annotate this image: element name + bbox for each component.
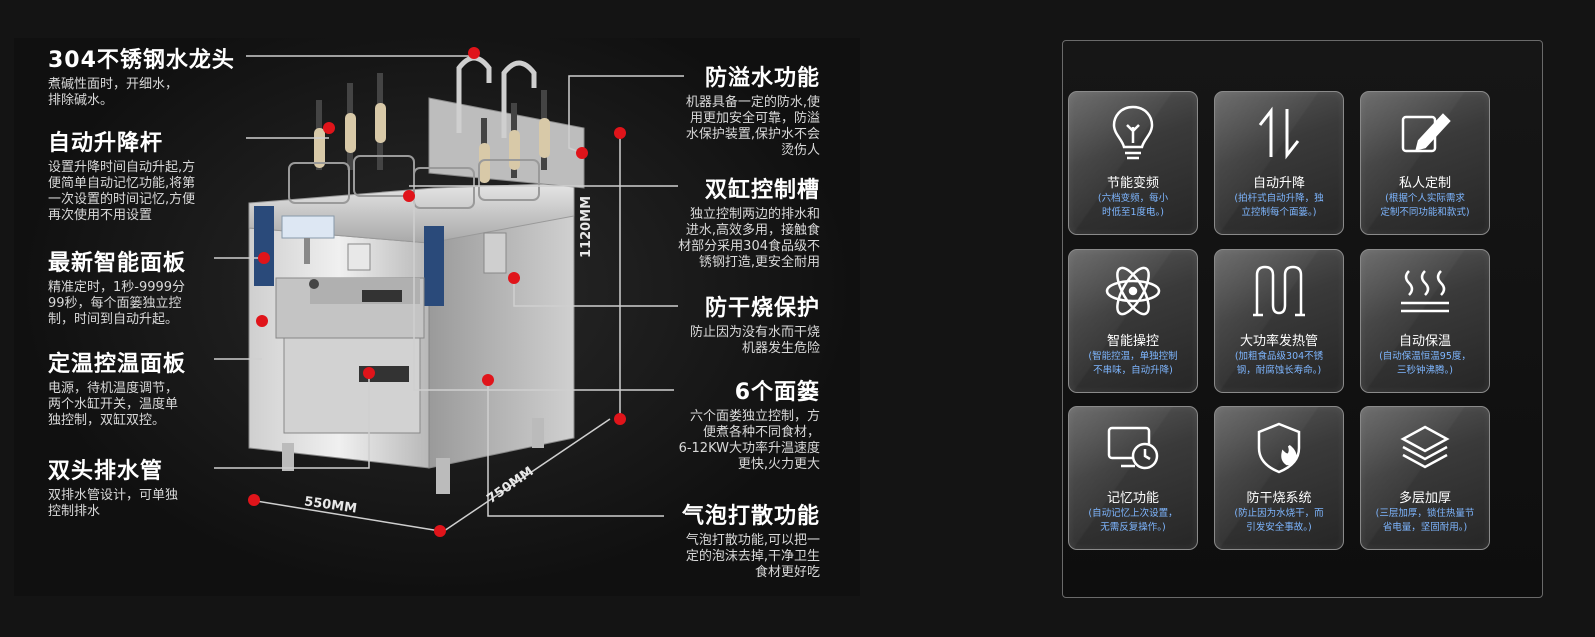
callout-smart-panel-title: 最新智能面板 [48,251,187,276]
feature-card-smart-control: 智能操控 (智能控温，单独控制 不串味，自动升降) [1068,249,1198,393]
callout-drain-pipe-title: 双头排水管 [48,459,164,484]
callout-temp-panel-title: 定温控温面板 [48,352,187,377]
feature-card-anti-dry-burn: 防干烧系统 (防止因为水烧干，而 引发安全事故。) [1214,406,1344,550]
callout-dry-burn: 防干烧保护 防止因为没有水而干烧 机器发生危险 [634,290,820,357]
callout-anti-overflow-desc: 机器具备一定的防水,使 用更加安全可靠，防溢 水保护装置,保护水不会 烫伤人 [685,95,820,158]
pencil-edit-icon [1361,100,1489,166]
feature-keep-warm-desc: (自动保温恒温95度， 三秒钟沸腾。) [1379,351,1471,376]
feature-anti-dry-burn-name: 防干烧系统 [1246,491,1312,506]
feature-card-memory: 记忆功能 (自动记忆上次设置， 无需反复操作。) [1068,406,1198,550]
callout-anti-overflow-title: 防溢水功能 [704,66,820,91]
callout-dual-tank-title: 双缸控制槽 [704,178,820,203]
callout-six-baskets-desc: 六个面娄独立控制，方 便煮各种不同食材， 6-12KW大功率升温速度 更快,火力… [678,409,820,472]
feature-card-keep-warm: 自动保温 (自动保温恒温95度， 三秒钟沸腾。) [1360,249,1490,393]
callout-lift-rod-title: 自动升降杆 [48,131,164,156]
feature-card-multi-layer: 多层加厚 (三层加厚，锁住热量节 省电量，坚固耐用。) [1360,406,1490,550]
feature-card-heating-tube: 大功率发热管 (加粗食品级304不锈 钢，耐腐蚀长寿命。) [1214,249,1344,393]
steam-heat-icon [1361,258,1489,324]
product-diagram-panel: 304不锈钢水龙头 煮碱性面时，开细水， 排除碱水。 自动升降杆 设置升降时间自… [14,38,860,596]
callout-lift-rod-desc: 设置升降时间自动升起,方 便简单自动记忆功能,将第 一次设置的时间记忆,方便 再… [48,160,196,223]
feature-card-auto-lift: 自动升降 (拍杆式自动升降，独 立控制每个面篓。) [1214,91,1344,235]
feature-heating-tube-name: 大功率发热管 [1239,334,1318,349]
shield-fire-icon [1215,415,1343,481]
callout-bubble-break-desc: 气泡打散功能,可以把一 定的泡沫去掉,干净卫生 食材更好吃 [685,533,820,580]
callout-drain-pipe: 双头排水管 双排水管设计，可单独 控制排水 [48,453,248,520]
callout-smart-panel: 最新智能面板 精准定时，1秒-9999分 99秒，每个面篓独立控 制，时间到自动… [48,245,248,328]
feature-multi-layer-name: 多层加厚 [1398,491,1451,506]
callout-faucet-desc: 煮碱性面时，开细水， 排除碱水。 [48,77,179,108]
callout-dry-burn-title: 防干烧保护 [704,296,820,321]
layers-icon [1361,415,1489,481]
up-down-arrows-icon [1215,100,1343,166]
feature-custom-name: 私人定制 [1398,176,1451,191]
atom-icon [1069,258,1197,324]
feature-grid-panel: 节能变频 (六档变频，每小 时低至1度电。) 自动升降 (拍杆式自动升降，独 立… [1062,40,1543,598]
feature-memory-desc: (自动记忆上次设置， 无需反复操作。) [1088,508,1178,533]
lightbulb-icon [1069,100,1197,166]
feature-smart-control-name: 智能操控 [1106,334,1159,349]
noodle-cooker-illustration [214,47,684,537]
callout-six-baskets-title: 6个面篓 [734,380,820,405]
feature-smart-control-desc: (智能控温，单独控制 不串味，自动升降) [1088,351,1178,376]
feature-keep-warm-name: 自动保温 [1398,334,1451,349]
callout-bubble-break: 气泡打散功能 气泡打散功能,可以把一 定的泡沫去掉,干净卫生 食材更好吃 [634,498,820,581]
callout-six-baskets: 6个面篓 六个面娄独立控制，方 便煮各种不同食材， 6-12KW大功率升温速度 … [634,374,820,473]
feature-anti-dry-burn-desc: (防止因为水烧干，而 引发安全事故。) [1234,508,1324,533]
heating-tube-icon [1215,258,1343,324]
callout-temp-panel: 定温控温面板 电源，待机温度调节， 两个水缸开关，温度单 独控制，双缸双控。 [48,346,248,429]
feature-card-energy: 节能变频 (六档变频，每小 时低至1度电。) [1068,91,1198,235]
feature-auto-lift-name: 自动升降 [1252,176,1305,191]
callout-lift-rod: 自动升降杆 设置升降时间自动升起,方 便简单自动记忆功能,将第 一次设置的时间记… [48,125,248,224]
feature-card-custom: 私人定制 (根据个人实际需求 定制不同功能和款式) [1360,91,1490,235]
feature-energy-name: 节能变频 [1106,176,1159,191]
callout-faucet: 304不锈钢水龙头 煮碱性面时，开细水， 排除碱水。 [48,42,258,109]
callout-dual-tank-desc: 独立控制两边的排水和 进水,高效多用，接触食 材部分采用304食品级不 锈钢打造… [678,207,820,270]
feature-memory-name: 记忆功能 [1106,491,1159,506]
callout-drain-pipe-desc: 双排水管设计，可单独 控制排水 [48,488,179,519]
monitor-clock-icon [1069,415,1197,481]
callout-anti-overflow: 防溢水功能 机器具备一定的防水,使 用更加安全可靠，防溢 水保护装置,保护水不会… [634,60,820,159]
callout-dry-burn-desc: 防止因为没有水而干烧 机器发生危险 [689,325,820,356]
callout-dual-tank: 双缸控制槽 独立控制两边的排水和 进水,高效多用，接触食 材部分采用304食品级… [634,172,820,271]
feature-custom-desc: (根据个人实际需求 定制不同功能和款式) [1380,193,1470,218]
red-marker-dots [248,47,626,537]
callout-faucet-title: 304不锈钢水龙头 [48,48,235,73]
feature-heating-tube-desc: (加粗食品级304不锈 钢，耐腐蚀长寿命。) [1234,351,1324,376]
feature-energy-desc: (六档变频，每小 时低至1度电。) [1097,193,1169,218]
callout-temp-panel-desc: 电源，待机温度调节， 两个水缸开关，温度单 独控制，双缸双控。 [48,381,179,428]
feature-auto-lift-desc: (拍杆式自动升降，独 立控制每个面篓。) [1234,193,1324,218]
callout-smart-panel-desc: 精准定时，1秒-9999分 99秒，每个面篓独立控 制，时间到自动升起。 [48,280,186,327]
feature-multi-layer-desc: (三层加厚，锁住热量节 省电量，坚固耐用。) [1375,508,1475,533]
callout-bubble-break-title: 气泡打散功能 [681,504,820,529]
dimension-height: 1120MM [579,195,594,258]
